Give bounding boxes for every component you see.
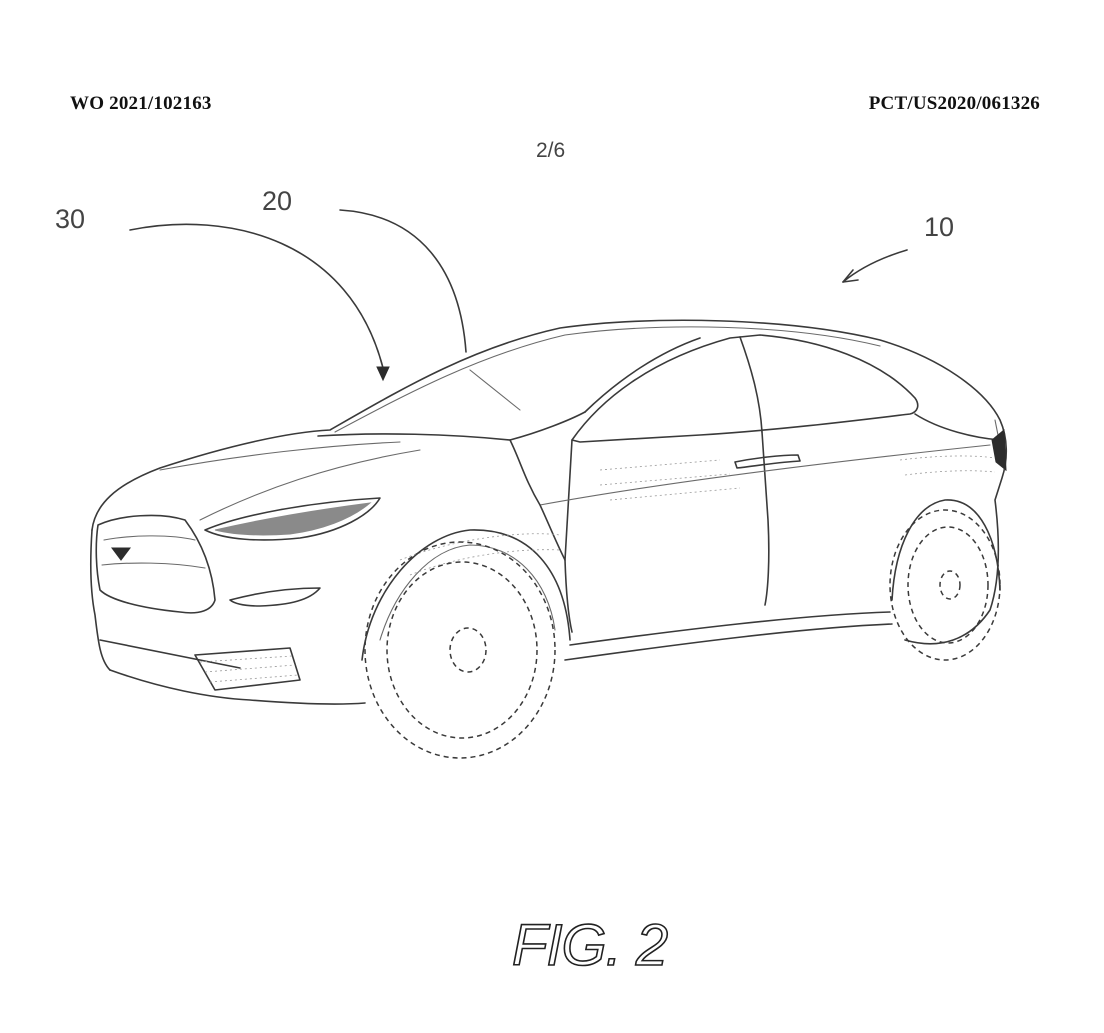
rear-wheel bbox=[889, 509, 1001, 661]
reference-numeral-hood: 30 bbox=[55, 204, 86, 234]
sheet-number: 2/6 bbox=[536, 139, 566, 162]
front-wheel bbox=[364, 541, 556, 759]
figure-label: FIG. 2 bbox=[511, 912, 669, 979]
reference-numeral-vehicle: 10 bbox=[924, 212, 955, 242]
publication-number: WO 2021/102163 bbox=[70, 93, 212, 114]
application-number: PCT/US2020/061326 bbox=[868, 93, 1040, 114]
reference-numeral-windshield: 20 bbox=[262, 186, 293, 216]
leader-arrowhead-30 bbox=[376, 366, 390, 382]
leader-lines bbox=[129, 209, 908, 382]
car-body bbox=[89, 319, 1008, 705]
